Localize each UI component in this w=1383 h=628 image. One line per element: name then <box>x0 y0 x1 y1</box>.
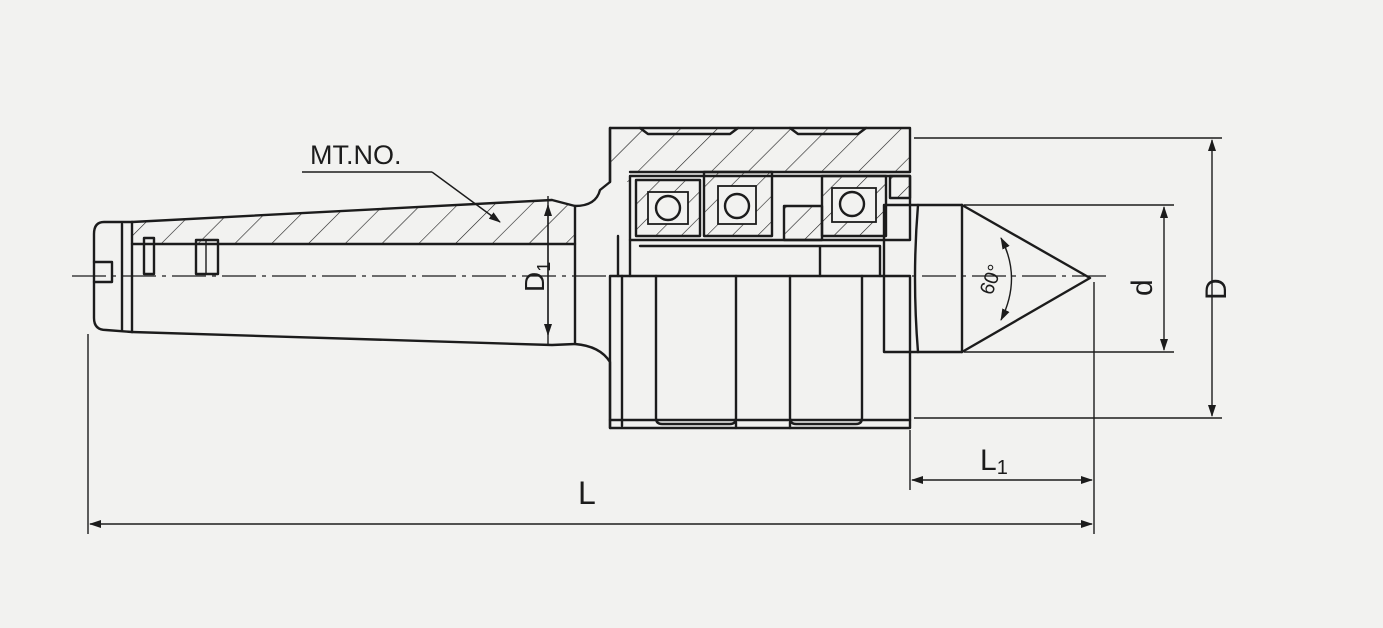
bearing-2 <box>702 170 774 238</box>
mt-leader: MT.NO. <box>302 140 501 223</box>
bearing-1 <box>634 178 702 238</box>
bearing-2-ball <box>723 192 751 220</box>
tang-groove <box>142 236 156 276</box>
bearing-1-frame <box>634 178 702 238</box>
dimensions: D d L1 L <box>87 137 1233 534</box>
bearing-3-ball <box>838 190 866 218</box>
end-seal-hatch <box>890 176 910 198</box>
housing-top-notch-1 <box>638 126 740 136</box>
l-label: L <box>578 475 596 511</box>
bearing-3 <box>820 174 888 238</box>
d1-label: D1 <box>519 262 554 292</box>
bearing-housing <box>608 126 912 430</box>
neck-upper <box>573 126 612 208</box>
spindle-inner <box>616 234 882 278</box>
mt-leader-line <box>431 171 501 223</box>
spacer-hatch <box>784 206 822 240</box>
point-collar <box>913 203 920 354</box>
angle-arc <box>1000 237 1013 321</box>
housing-bottom-notch-1 <box>734 420 792 430</box>
bearing-1-race <box>647 191 689 225</box>
taper-shank: D1 <box>92 126 612 430</box>
point-spindle <box>882 203 964 354</box>
shank-section-hatch <box>132 200 575 244</box>
center-point: 60° <box>882 203 1092 354</box>
bearing-2-frame <box>702 170 774 238</box>
mt-label: MT.NO. <box>310 140 402 170</box>
housing-section-hatch <box>610 128 910 182</box>
housing-groove-2 <box>788 274 864 426</box>
neck-lower <box>573 342 612 430</box>
shank-outline <box>130 198 577 347</box>
housing-groove-1 <box>654 274 738 426</box>
housing-lower-outline <box>608 274 912 430</box>
end-seal <box>888 174 912 200</box>
tang-slot <box>92 260 114 284</box>
d-label: D <box>1200 278 1233 300</box>
l1-label: L1 <box>980 444 1008 479</box>
point-cone <box>960 203 1092 354</box>
angle-label: 60° <box>976 262 1007 298</box>
pd-label: d <box>1126 279 1159 296</box>
housing-top-notch-2 <box>788 126 868 136</box>
bearing-1-ball <box>654 194 682 222</box>
drift-slot <box>194 238 220 276</box>
